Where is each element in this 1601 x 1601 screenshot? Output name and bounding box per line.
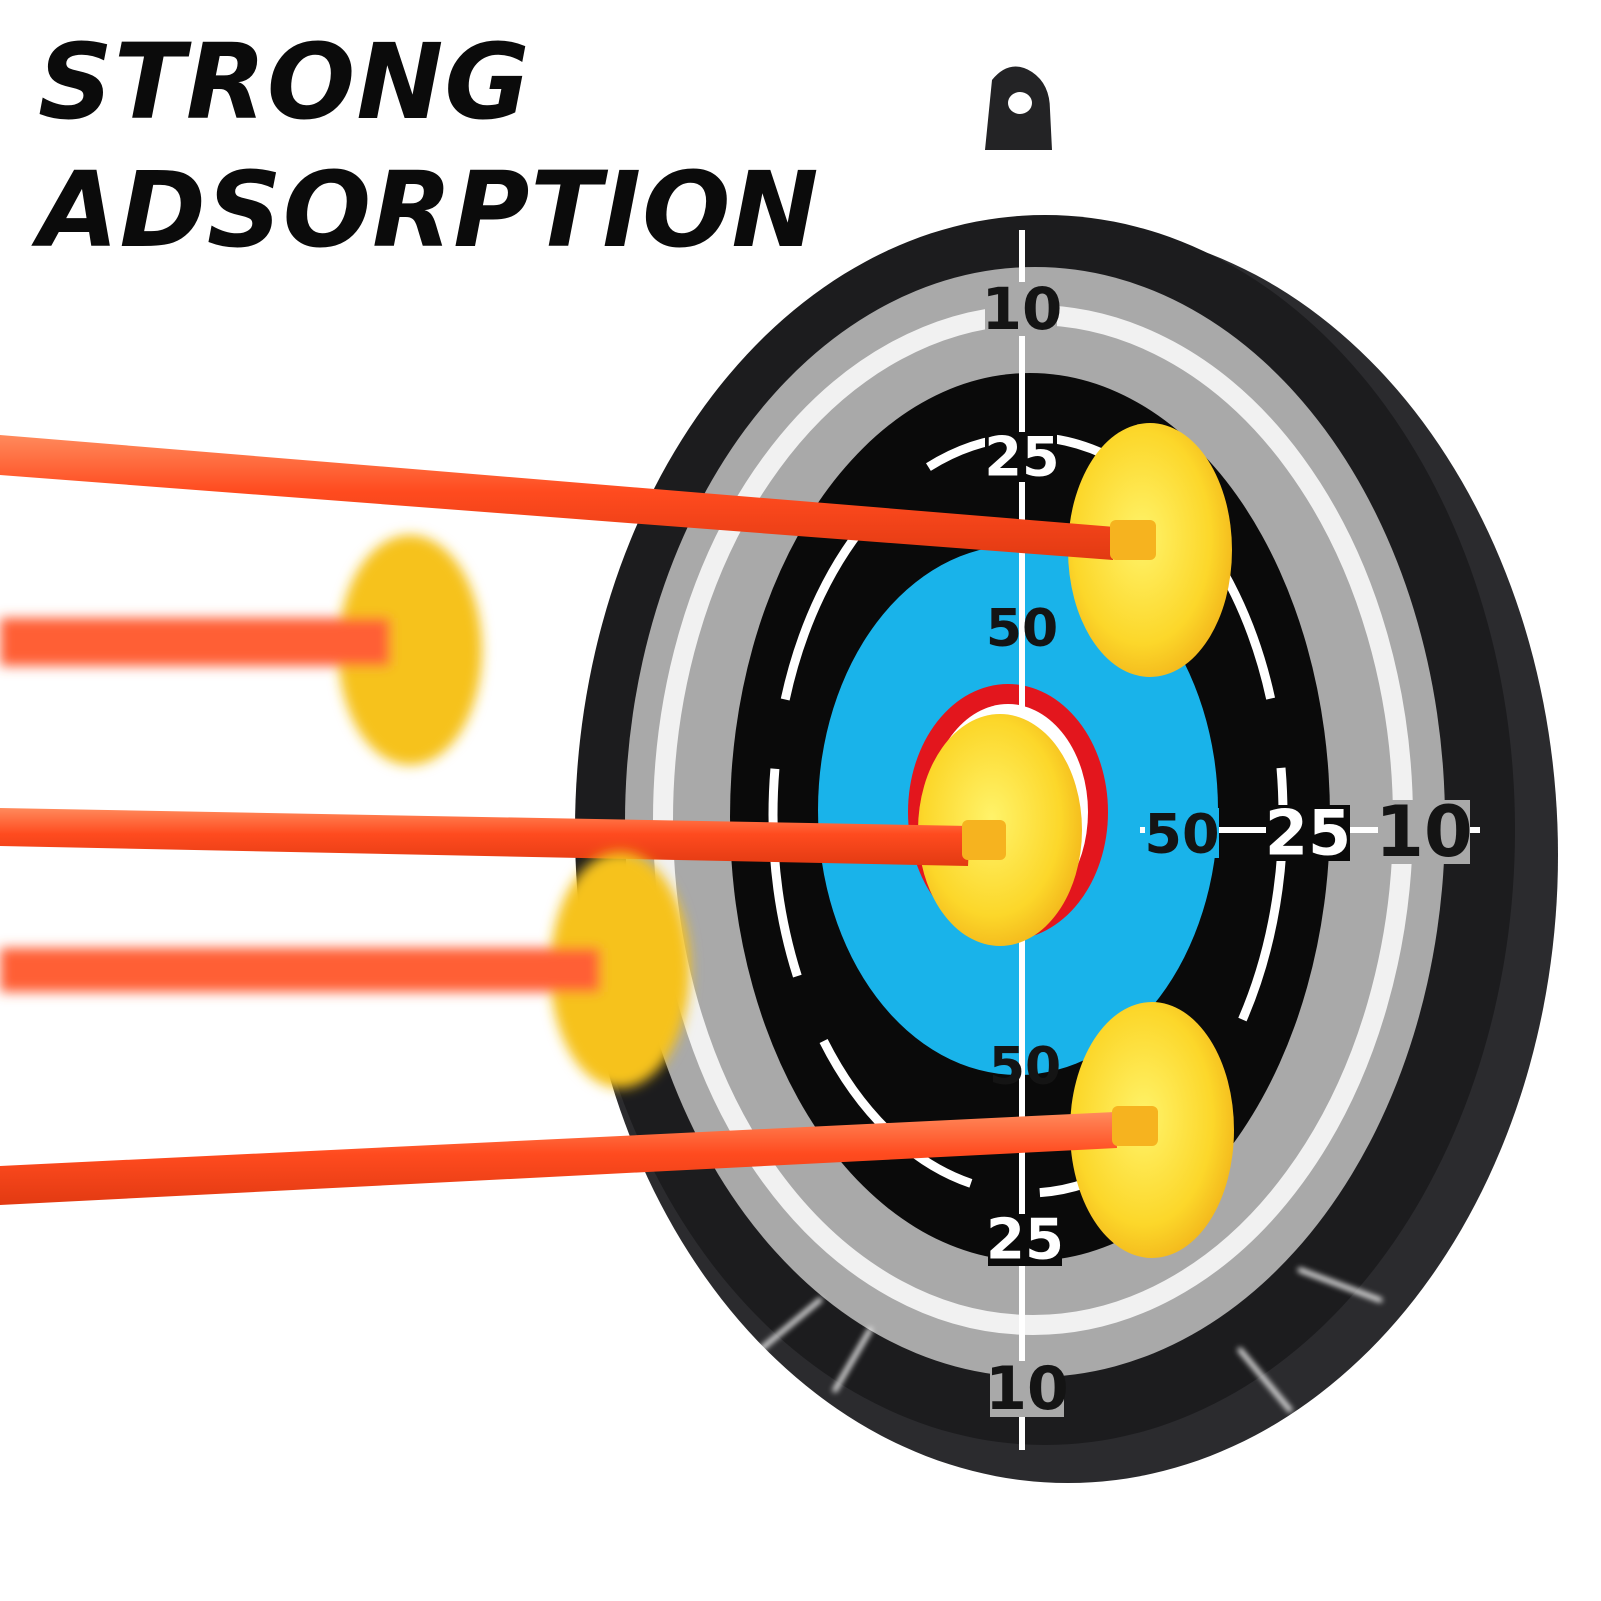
headline: STRONG ADSORPTION — [38, 18, 820, 274]
flying-arrow-lower — [0, 852, 690, 1088]
score-label-top-inner: 50 — [986, 599, 1058, 659]
score-label-right-inner: 50 — [1144, 803, 1219, 866]
arrow-shaft-flying-upper — [0, 618, 390, 666]
score-label-top-outer: 10 — [982, 275, 1063, 343]
arrow-shaft-top — [0, 435, 1115, 560]
flying-arrow-upper — [0, 535, 482, 765]
score-label-right-outer: 10 — [1375, 791, 1472, 873]
stuck-arrow-center — [0, 714, 1082, 946]
score-label-top-middle: 25 — [984, 426, 1059, 489]
score-label-bottom-outer: 10 — [985, 1354, 1069, 1424]
headline-line-2: ADSORPTION — [38, 149, 820, 271]
score-label-bottom-middle: 25 — [986, 1208, 1064, 1273]
stuck-arrow-top — [0, 423, 1232, 677]
hanging-tab — [985, 66, 1052, 150]
arrow-shaft-flying-lower — [0, 948, 600, 992]
arrow-shaft-bottom — [0, 1112, 1117, 1205]
stuck-arrow-bottom — [0, 1002, 1234, 1258]
arrow-shaft-center — [0, 808, 970, 866]
headline-line-1: STRONG — [38, 21, 531, 143]
suction-cup-flying-upper — [338, 535, 482, 765]
score-label-right-middle: 25 — [1265, 797, 1351, 870]
suction-cup-flying-lower — [550, 852, 690, 1088]
score-label-bottom-inner: 50 — [989, 1037, 1061, 1097]
score-labels: 10 25 50 50 25 10 50 25 10 — [982, 275, 1473, 1424]
impact-sparkles — [757, 1267, 1383, 1413]
